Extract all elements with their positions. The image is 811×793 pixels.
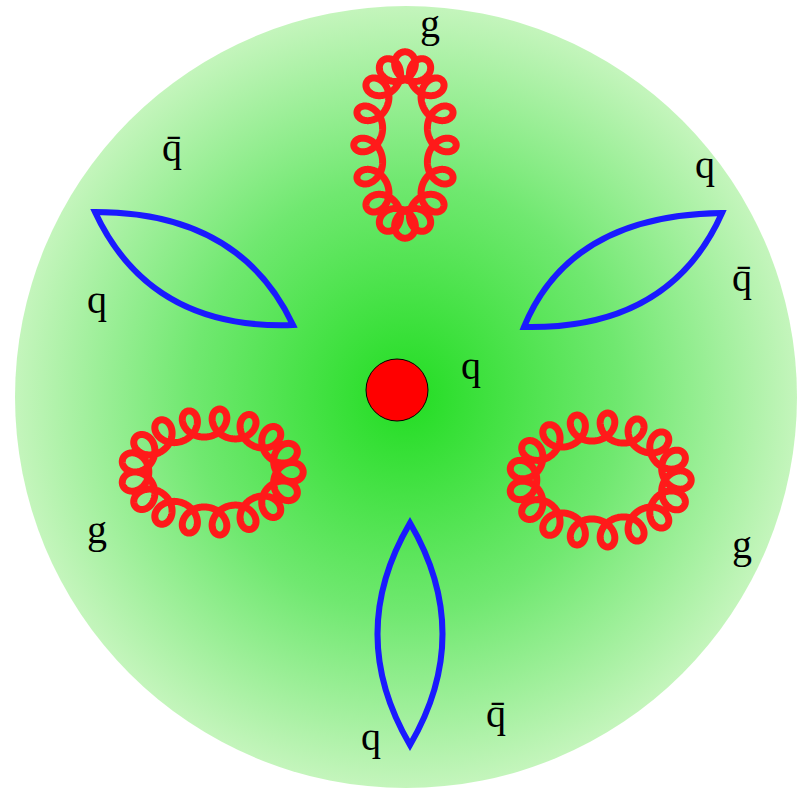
gluon-loop xyxy=(354,52,456,238)
particle-label: q xyxy=(461,344,481,388)
particle-label: q xyxy=(361,715,381,759)
gluon-loop xyxy=(510,413,691,547)
particle-label: g xyxy=(732,523,752,567)
quark-loop xyxy=(95,212,293,325)
quark-dot: q xyxy=(365,358,429,422)
particle-label: q xyxy=(87,278,107,322)
hadron-disc xyxy=(15,6,797,788)
quark-loop xyxy=(524,213,722,327)
particle-label: g xyxy=(420,2,440,46)
quark-dot-shape xyxy=(365,358,429,422)
quark-dot-circle xyxy=(366,359,428,421)
quark-loop xyxy=(378,523,443,745)
particle-label: q̄ xyxy=(732,256,752,300)
particle-label: g xyxy=(87,508,107,552)
gluon-loop xyxy=(122,409,303,535)
particle-label: q xyxy=(695,143,715,187)
particle-label: q̄ xyxy=(486,692,506,736)
particle-label: q̄ xyxy=(162,126,182,170)
